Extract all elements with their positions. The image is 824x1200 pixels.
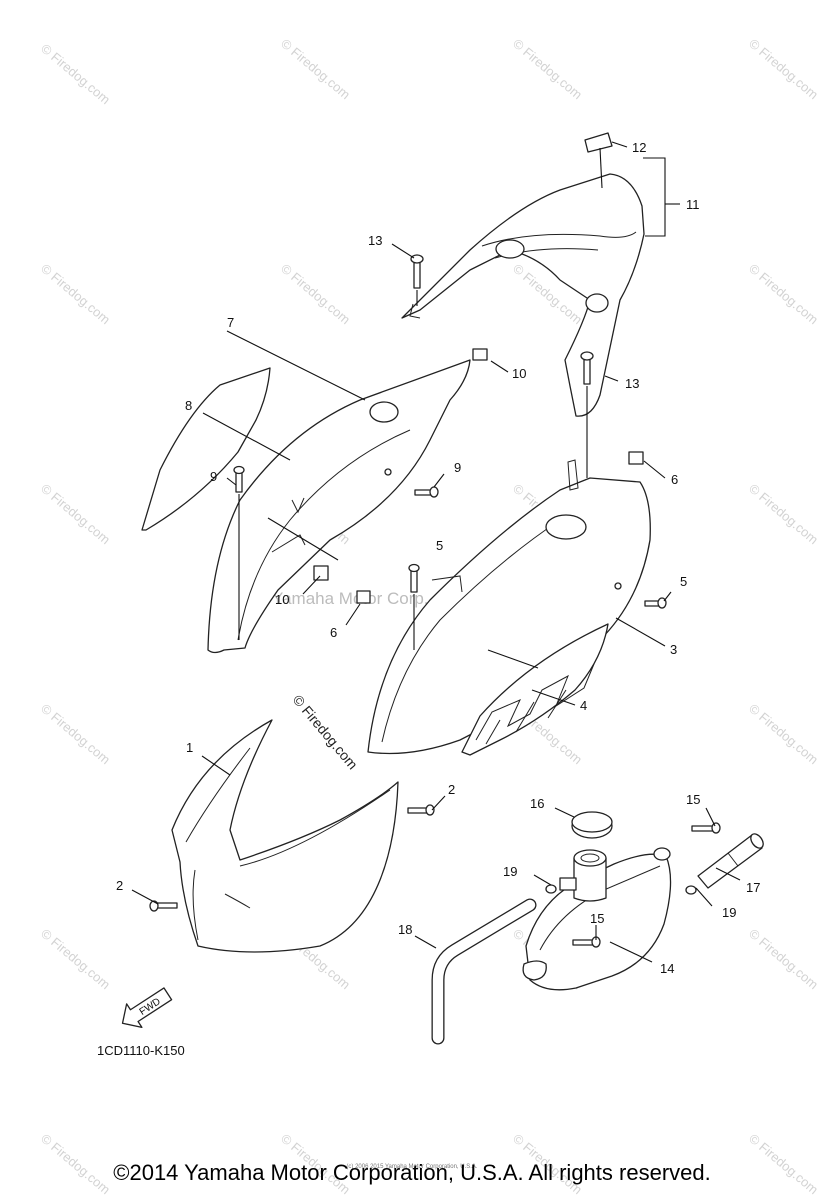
part-8-side-panel [141,367,271,531]
callout-7: 7 [227,315,234,330]
part-16-tank-cap [571,811,613,839]
leader-lines [131,141,741,963]
callout-5: 5 [680,574,687,589]
callout-6: 6 [671,472,678,487]
callout-2: 2 [448,782,455,797]
watermark-tile: © Firedog.com [278,261,353,327]
callout-19: 19 [722,905,736,920]
watermark-tile: © Firedog.com [38,41,113,107]
callout-13: 13 [368,233,382,248]
copyright-notice: ©2014 Yamaha Motor Corporation, U.S.A. A… [113,1160,711,1185]
watermark-tile: © Firedog.com [510,36,585,102]
watermark-tile: © Firedog.com [746,701,821,767]
part-19-clip-right [685,885,697,895]
callout-17: 17 [746,880,760,895]
callout-9: 9 [210,469,217,484]
part-2-screw-right [407,804,435,816]
watermark-tile: © Firedog.com [746,36,821,102]
part-13-screw-upper [410,254,424,306]
callout-3: 3 [670,642,677,657]
part-4-graphic-decal [461,623,609,756]
callout-11: 11 [686,197,700,212]
part-15-screw-upper [691,822,721,834]
watermark-tile: © Firedog.com [278,36,353,102]
callout-18: 18 [398,922,412,937]
callout-13: 13 [625,376,639,391]
part-19-clip-left [545,884,557,894]
callout-2: 2 [116,878,123,893]
callout-8: 8 [185,398,192,413]
part-2-screw-left [149,900,178,912]
callout-15: 15 [686,792,700,807]
callout-10: 10 [275,592,289,607]
callout-1: 1 [186,740,193,755]
firedog-site-mark: © Firedog.com [290,692,361,773]
fwd-arrow-icon: FWD [121,987,173,1029]
callout-12: 12 [632,140,646,155]
callout-15: 15 [590,911,604,926]
diagram-code: 1CD1110-K150 [97,1043,185,1058]
callout-19: 19 [503,864,517,879]
part-1-lower-cover [171,719,399,953]
watermark-tile: © Firedog.com [746,481,821,547]
part-6-nut-lower [356,590,371,604]
watermark-tile: © Firedog.com [38,701,113,767]
part-5-screw-vertical [408,563,420,650]
part-10-clip-lower [313,565,329,581]
callout-14: 14 [660,961,674,976]
callout-16: 16 [530,796,544,811]
part-17-short-hose [697,833,764,889]
part-5-screw-horizontal [644,597,667,609]
part-10-clip-upper [472,348,488,361]
callout-9: 9 [454,460,461,475]
part-12-emblem [584,132,613,153]
watermark-tile: © Firedog.com [746,926,821,992]
part-9-screw-horizontal [414,486,439,498]
watermark-tile: © Firedog.com [38,261,113,327]
part-14-reservoir-tank [522,847,672,991]
callout-numbers: 1 2 2 3 4 5 5 6 6 7 8 9 9 10 10 11 12 13… [116,140,760,976]
watermark-tile: © Firedog.com [38,481,113,547]
callout-6: 6 [330,625,337,640]
part-7-left-side-cover [207,359,471,654]
watermark-tile: © Firedog.com [746,261,821,327]
part-18-long-hose [431,898,537,1045]
part-9-screw-vertical [233,465,245,640]
part-6-nut-upper [628,451,644,465]
part-13-screw-lower [580,351,594,398]
callout-5: 5 [436,538,443,553]
small-credit-line: (c) 2006 2015 Yamaha Motor Corporation, … [346,1164,478,1170]
callout-10: 10 [512,366,526,381]
callout-4: 4 [580,698,587,713]
part-15-screw-lower [572,936,601,948]
watermark-tile: © Firedog.com [38,926,113,992]
